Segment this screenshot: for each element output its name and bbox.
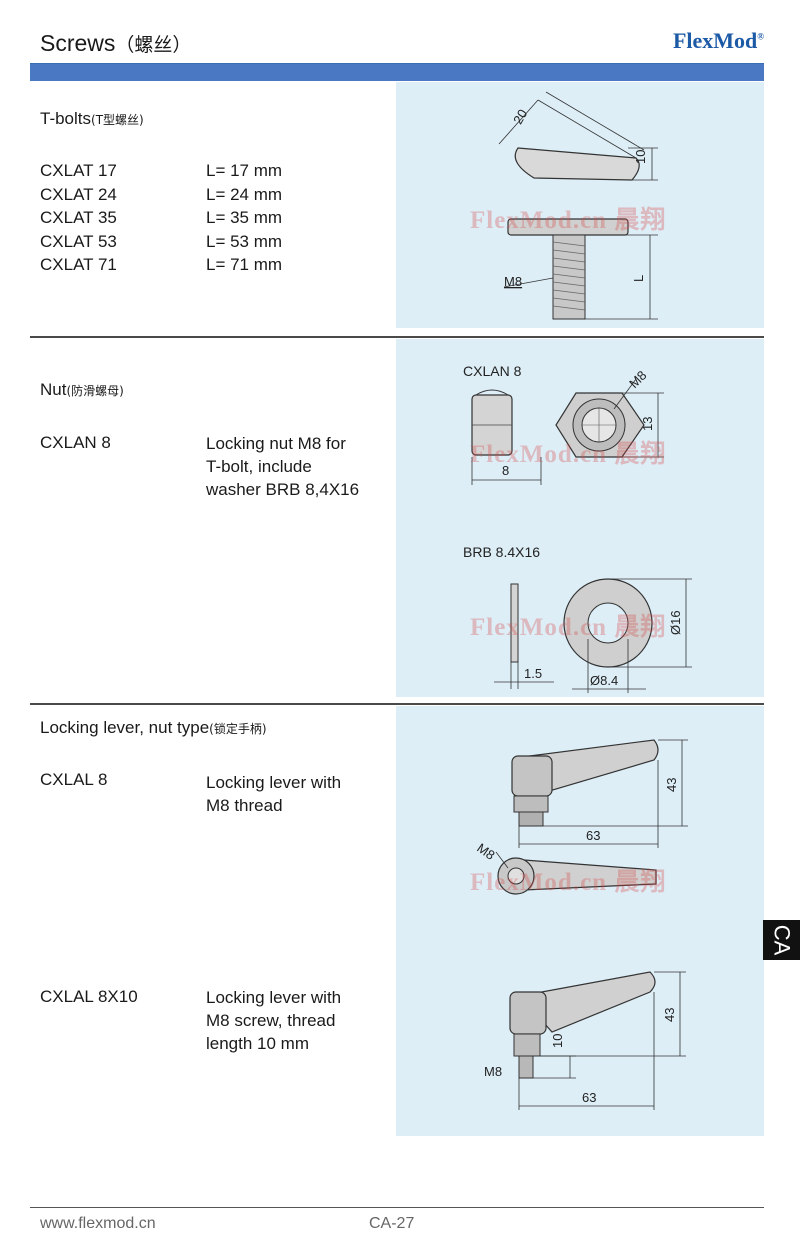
tbolt-head-top — [514, 147, 640, 181]
nut-description-line: Locking nut M8 for — [206, 434, 346, 453]
tbolts-length: L= 53 mm — [206, 231, 283, 251]
washer-dim-thickness: 1.5 — [524, 666, 542, 681]
footer-rule — [30, 1207, 764, 1208]
nut-code: CXLAN 8 — [40, 433, 111, 452]
watermark: FlexMod.cn 晨翔 — [470, 207, 667, 234]
tbolt-thread-label: M8 — [504, 274, 522, 289]
nut-drawing: CXLAN 8 8 M8 13 BRB 8.4X16 1.5 Ø16 — [463, 363, 692, 693]
page-title-text: Screws — [40, 30, 116, 56]
section-tab: CA — [763, 920, 800, 960]
tbolts-code: CXLAT 35 — [40, 208, 117, 227]
lever-description-line: length 10 mm — [206, 1034, 309, 1053]
tbolts-code-list: CXLAT 17 CXLAT 24 CXLAT 35 CXLAT 53 CXLA… — [40, 159, 117, 277]
tbolt-dim-height: 10 — [633, 150, 648, 164]
nut-drawing-panel: CXLAN 8 8 M8 13 BRB 8.4X16 1.5 Ø16 — [396, 339, 764, 697]
lever-description-line: M8 thread — [206, 796, 283, 815]
lever-b-handle — [518, 971, 656, 1033]
nut-label-text: Nut — [40, 380, 67, 399]
section-divider — [30, 336, 764, 338]
lever-description-line: M8 screw, thread — [206, 1011, 336, 1030]
lever-a-thread-label: M8 — [474, 840, 497, 863]
footer-page-number: CA-27 — [369, 1215, 415, 1232]
lever-description-2: Locking lever with M8 screw, thread leng… — [206, 986, 341, 1055]
brand-name: FlexMod — [672, 28, 758, 53]
nut-label: Nut(防滑螺母) — [40, 380, 124, 400]
tbolt-thread-lines — [552, 241, 586, 311]
tbolt-dim-width: 20 — [510, 107, 530, 127]
lever-b-thread-label: M8 — [484, 1064, 502, 1079]
nut-description: Locking nut M8 for T-bolt, include washe… — [206, 432, 359, 501]
brand-registered-mark: ® — [757, 31, 764, 42]
section-tab-label: CA — [769, 924, 795, 956]
lever-description-1: Locking lever with M8 thread — [206, 771, 341, 817]
lever-drawing: 43 63 M8 43 10 M8 63 — [474, 739, 688, 1110]
section-divider — [30, 703, 764, 705]
page-title-cn: （螺丝） — [115, 34, 192, 56]
lever-a-dim-height: 43 — [664, 778, 679, 792]
lever-a-hub — [511, 755, 553, 797]
tbolts-length: L= 24 mm — [206, 184, 283, 204]
nut-label-cn: (防滑螺母) — [66, 384, 124, 398]
lever-b-hub — [509, 991, 547, 1035]
lever-label-text: Locking lever, nut type — [40, 718, 210, 737]
tbolt-dim-length: L — [631, 275, 646, 282]
lever-label-cn: (锁定手柄) — [209, 722, 267, 736]
lever-label: Locking lever, nut type(锁定手柄) — [40, 718, 267, 738]
page-title: Screws（螺丝） — [40, 30, 191, 57]
nut-description-line: washer BRB 8,4X16 — [206, 480, 360, 499]
nut-drawing-title: CXLAN 8 — [463, 363, 522, 379]
tbolts-length: L= 71 mm — [206, 255, 283, 274]
watermark: FlexMod.cn 晨翔 — [470, 869, 667, 896]
tbolts-code: CXLAT 24 — [40, 184, 117, 204]
tbolts-code: CXLAT 53 — [40, 231, 117, 251]
washer-side-view — [510, 583, 519, 663]
watermark: FlexMod.cn 晨翔 — [470, 441, 667, 468]
lever-b-screw — [518, 1055, 534, 1079]
lever-code-1: CXLAL 8 — [40, 770, 108, 789]
tbolts-label-text: T-bolts — [40, 109, 92, 128]
watermark: FlexMod.cn 晨翔 — [470, 614, 667, 641]
tbolts-drawing-panel: 20 10 L M8 — [396, 82, 764, 328]
tbolts-label: T-bolts(T型螺丝) — [40, 109, 144, 129]
tbolt-drawing: 20 10 L M8 — [498, 91, 658, 320]
tbolts-length-list: L= 17 mm L= 24 mm L= 35 mm L= 53 mm L= 7… — [206, 159, 282, 277]
footer-website: www.flexmod.cn — [40, 1215, 156, 1232]
nut-dim-width: 8 — [502, 463, 509, 478]
tbolts-label-cn: (T型螺丝) — [91, 113, 144, 127]
tbolts-length: L= 35 mm — [206, 208, 283, 227]
tbolts-code: CXLAT 71 — [40, 255, 117, 274]
tbolts-code: CXLAT 17 — [40, 161, 117, 180]
washer-drawing-title: BRB 8.4X16 — [463, 544, 540, 560]
tbolts-length: L= 17 mm — [206, 161, 283, 180]
lever-b-dim-length: 63 — [582, 1090, 596, 1105]
header-bar — [30, 64, 764, 81]
nut-dim-height: 13 — [640, 417, 655, 431]
lever-a-nut — [518, 811, 544, 827]
washer-dim-outer: Ø16 — [668, 610, 683, 635]
lever-code-2: CXLAL 8X10 — [40, 987, 138, 1006]
lever-a-dim-length: 63 — [586, 828, 600, 843]
lever-b-dim-screw: 10 — [550, 1034, 565, 1048]
nut-description-line: T-bolt, include — [206, 457, 312, 476]
lever-description-line: Locking lever with — [206, 773, 342, 792]
brand-logo: FlexMod® — [673, 28, 764, 54]
header-rule — [30, 63, 764, 64]
washer-dim-inner: Ø8.4 — [590, 673, 618, 688]
lever-description-line: Locking lever with — [206, 988, 342, 1007]
lever-drawing-panel: 43 63 M8 43 10 M8 63 — [396, 706, 764, 1136]
lever-b-dim-height: 43 — [662, 1008, 677, 1022]
